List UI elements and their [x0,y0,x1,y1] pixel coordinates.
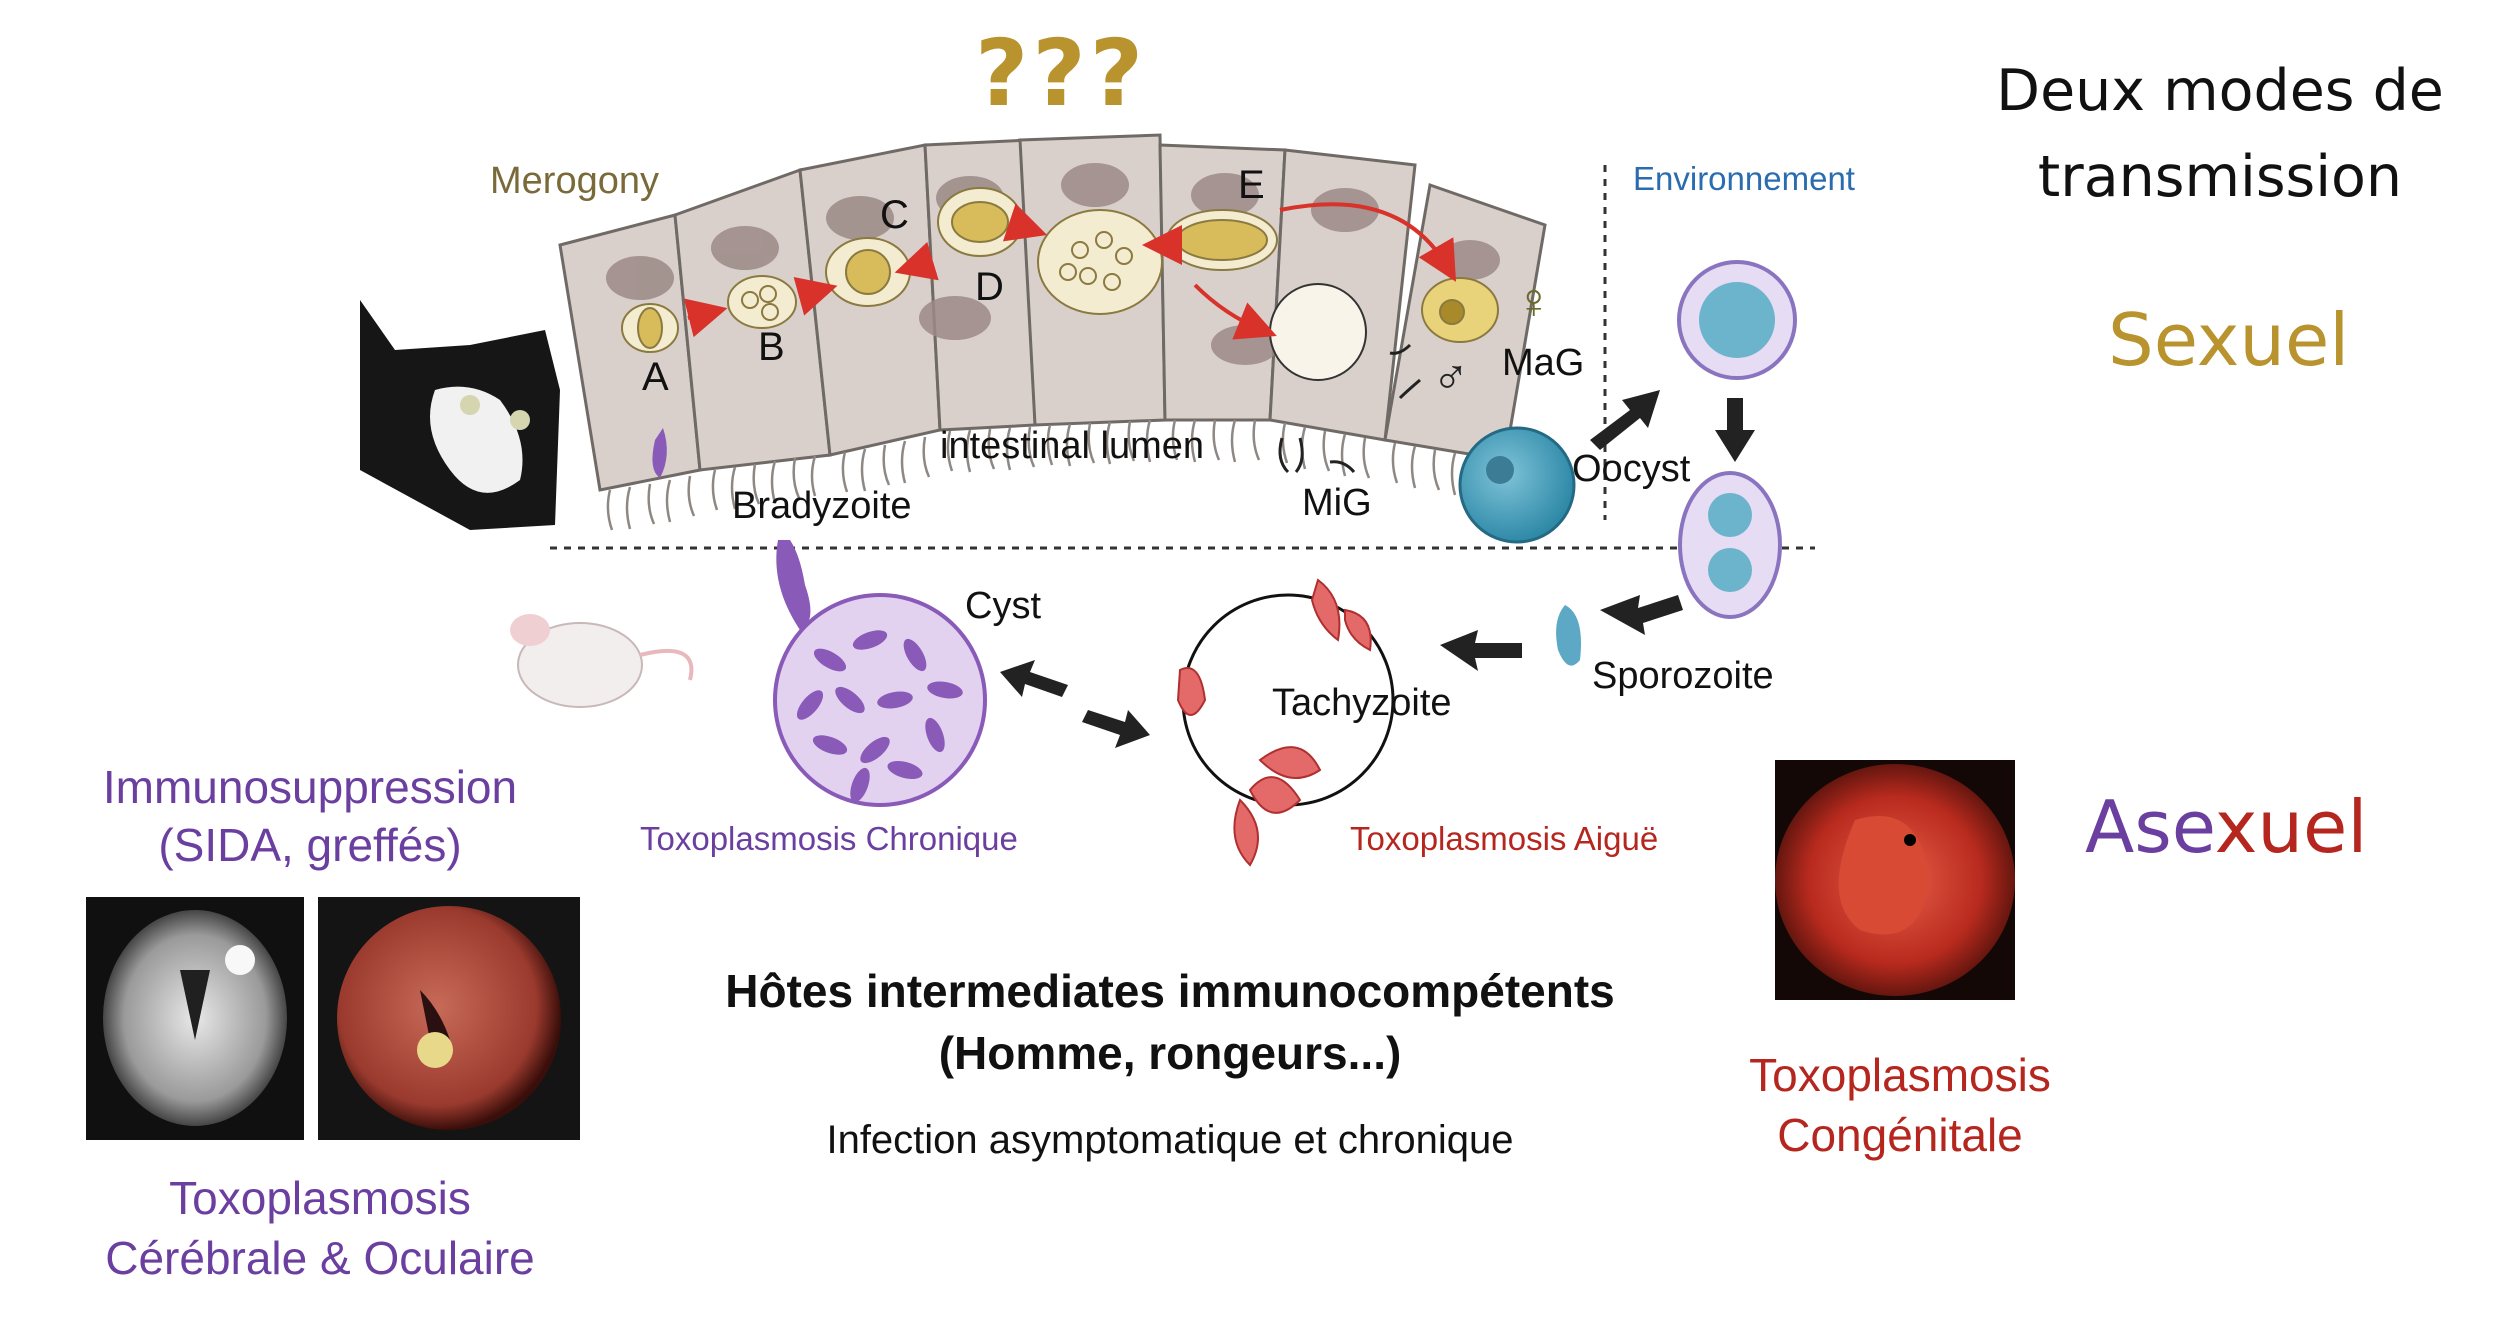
unknown-stage-question-marks: ??? [975,20,1148,127]
immunocompetent-hosts-heading: Hôtes intermediates immunocompétents (Ho… [620,960,1720,1084]
environment-label: Environnement [1633,160,1855,197]
embryo-image [1775,760,2015,1000]
asexual-label-part2: xuel [2214,785,2368,869]
intestinal-lumen-label: intestinal lumen [940,425,1205,467]
immunosuppression-heading: Immunosuppression (SIDA, greffés) [70,758,550,874]
gut-bradyzoite-icon [652,428,667,478]
asexual-transmission-label: Asexuel [2085,785,2367,869]
immunosuppression-line2: (SIDA, greffés) [158,819,462,871]
mig-label: MiG [1302,482,1372,524]
congenital-line2: Congénitale [1777,1109,2023,1161]
microgamete-icons [1278,343,1421,474]
cerebral-ocular-line1: Toxoplasmosis [169,1172,471,1224]
merogony-label: Merogony [490,160,659,202]
mag-label: MaG [1502,342,1585,384]
cerebral-ocular-line2: Cérébrale & Oculaire [105,1232,535,1284]
female-symbol: ♀ [1515,273,1553,329]
stage-a-label: A [642,355,669,399]
hosts-line2: (Homme, rongeurs...) [938,1027,1402,1079]
congenital-line1: Toxoplasmosis [1749,1049,2051,1101]
merogony-stages [621,187,1499,381]
hosts-line1: Hôtes intermediates immunocompétents [725,965,1615,1017]
sexual-transmission-label: Sexuel [2108,298,2350,382]
bradyzoite-icon [776,540,811,630]
sporozoite-label: Sporozoite [1592,655,1774,697]
oocyst-icons [1458,260,1797,619]
stage-d-label: D [975,265,1004,309]
asexual-label-part1: Ase [2085,785,2215,869]
cerebral-ocular-caption: Toxoplasmosis Cérébrale & Oculaire [40,1168,600,1288]
male-symbol: ♂ [1432,349,1470,405]
stage-e-label: E [1238,163,1265,207]
tachyzoite-label: Tachyzoite [1272,682,1452,724]
asymptomatic-infection-text: Infection asymptomatique et chronique [826,1118,1514,1162]
gut-bradyzoite-label: Bradyzoite [732,485,912,527]
eye-fundus-image [318,897,580,1140]
sporozoite-icon [1556,605,1581,666]
brain-mri-image [86,897,304,1140]
mouse-icon [510,614,694,708]
immunosuppression-line1: Immunosuppression [102,761,518,813]
acute-toxoplasmosis-label: Toxoplasmosis Aiguë [1350,820,1659,857]
stage-b-label: B [758,325,785,369]
cyst-label: Cyst [965,585,1041,627]
oocyst-label: Oocyst [1572,448,1691,490]
congenital-toxoplasmosis-caption: Toxoplasmosis Congénitale [1680,1045,2120,1165]
tachyzoite-cycle-icon [1176,578,1395,867]
cycle-arrows [1000,390,1755,748]
tissue-cyst-icon [773,593,987,807]
stage-c-label: C [880,193,909,237]
cat-icon [360,300,560,530]
chronic-toxoplasmosis-label: Toxoplasmosis Chronique [640,820,1018,857]
slide-title: Deux modes de transmission [1996,58,2444,210]
